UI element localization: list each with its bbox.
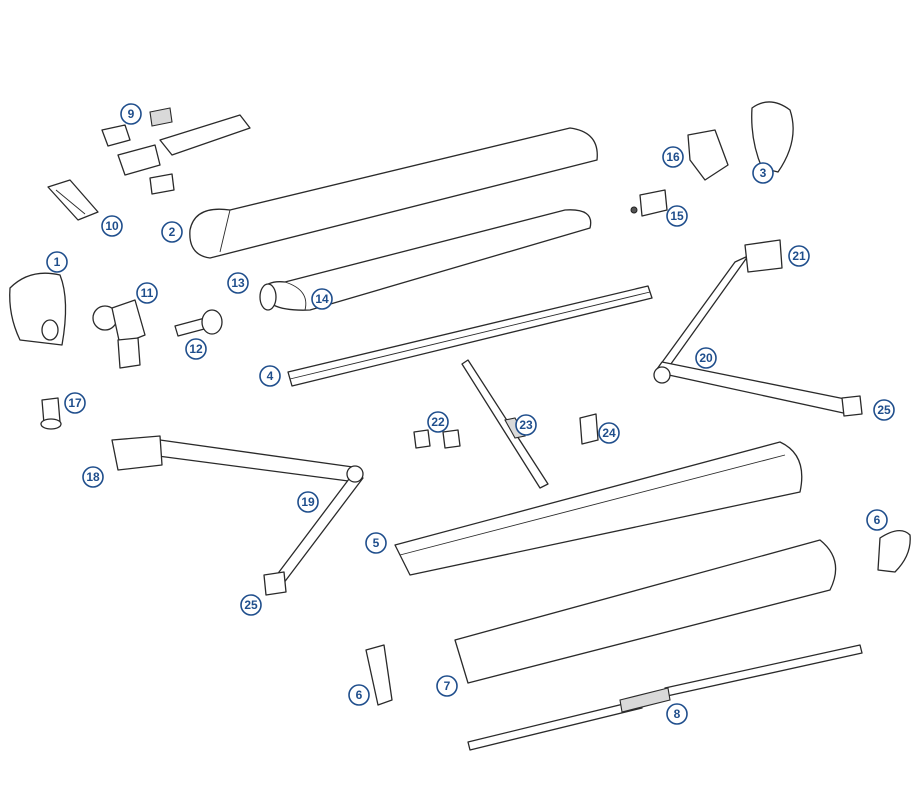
callout-label: 22 [431, 415, 445, 429]
callout-label: 25 [244, 598, 258, 612]
part-4-lead-bar [287, 285, 653, 387]
callout-6-left: 6 [348, 684, 370, 706]
callout-label: 20 [699, 351, 713, 365]
callout-12: 12 [185, 338, 207, 360]
callout-20: 20 [695, 347, 717, 369]
callout-23: 23 [515, 414, 537, 436]
callout-label: 18 [86, 470, 100, 484]
part-3-end-cap [751, 101, 794, 173]
part-10-bracket [47, 179, 99, 221]
callout-label: 25 [877, 403, 891, 417]
callout-11: 11 [136, 282, 158, 304]
callout-16: 16 [662, 146, 684, 168]
callout-label: 11 [141, 286, 154, 300]
callout-label: 2 [169, 225, 176, 239]
callout-label: 15 [670, 209, 684, 223]
part-15-spring-plug [630, 189, 668, 217]
callout-24: 24 [598, 422, 620, 444]
callout-7: 7 [436, 675, 458, 697]
callout-10: 10 [101, 215, 123, 237]
part-13-14-roller-tube [259, 209, 592, 311]
callout-17: 17 [64, 392, 86, 414]
callout-label: 3 [760, 166, 767, 180]
callout-22: 22 [427, 411, 449, 433]
callout-25-right: 25 [873, 399, 895, 421]
callout-label: 23 [519, 418, 533, 432]
callout-2: 2 [161, 221, 183, 243]
callout-6-right: 6 [866, 509, 888, 531]
callout-label: 24 [602, 426, 616, 440]
part-1-end-cap [9, 272, 67, 346]
part-9-rail-assembly [101, 107, 251, 195]
part-6-left-end-cap [365, 644, 393, 706]
part-24-clip [579, 413, 599, 445]
callout-1: 1 [46, 251, 68, 273]
callout-label: 6 [874, 513, 881, 527]
part-20-right-arm [653, 239, 863, 417]
part-19-left-arm [111, 435, 364, 596]
callout-label: 17 [68, 396, 82, 410]
callout-label: 1 [54, 255, 61, 269]
callout-5: 5 [365, 532, 387, 554]
callout-21: 21 [788, 245, 810, 267]
callout-19: 19 [297, 491, 319, 513]
callout-label: 6 [356, 688, 363, 702]
part-7-valance [454, 539, 837, 684]
callout-label: 10 [105, 219, 119, 233]
callout-3: 3 [752, 162, 774, 184]
part-8-tension-bar [467, 644, 863, 751]
callout-18: 18 [82, 466, 104, 488]
callout-9: 9 [120, 103, 142, 125]
part-6-right-end-cap [877, 530, 911, 573]
callout-label: 4 [267, 369, 274, 383]
callout-label: 19 [301, 495, 315, 509]
callout-label: 14 [315, 292, 329, 306]
part-5-front-profile [394, 441, 803, 576]
callout-label: 12 [189, 342, 203, 356]
part-17-plug [40, 397, 62, 430]
callout-13: 13 [227, 272, 249, 294]
callout-label: 16 [666, 150, 680, 164]
callout-8: 8 [666, 703, 688, 725]
part-11-gear-drive [92, 299, 146, 369]
callout-14: 14 [311, 288, 333, 310]
callout-label: 7 [444, 679, 451, 693]
part-12-crank-adapter [174, 309, 223, 337]
callout-25-left: 25 [240, 594, 262, 616]
callout-4: 4 [259, 365, 281, 387]
part-22-clips [413, 429, 461, 449]
callout-15: 15 [666, 205, 688, 227]
callout-label: 5 [373, 536, 380, 550]
callout-label: 21 [792, 249, 806, 263]
part-2-cassette-cover [189, 127, 598, 259]
callout-label: 9 [128, 107, 135, 121]
callout-label: 8 [674, 707, 681, 721]
callout-label: 13 [231, 276, 245, 290]
part-16-bearing-block [687, 129, 729, 181]
